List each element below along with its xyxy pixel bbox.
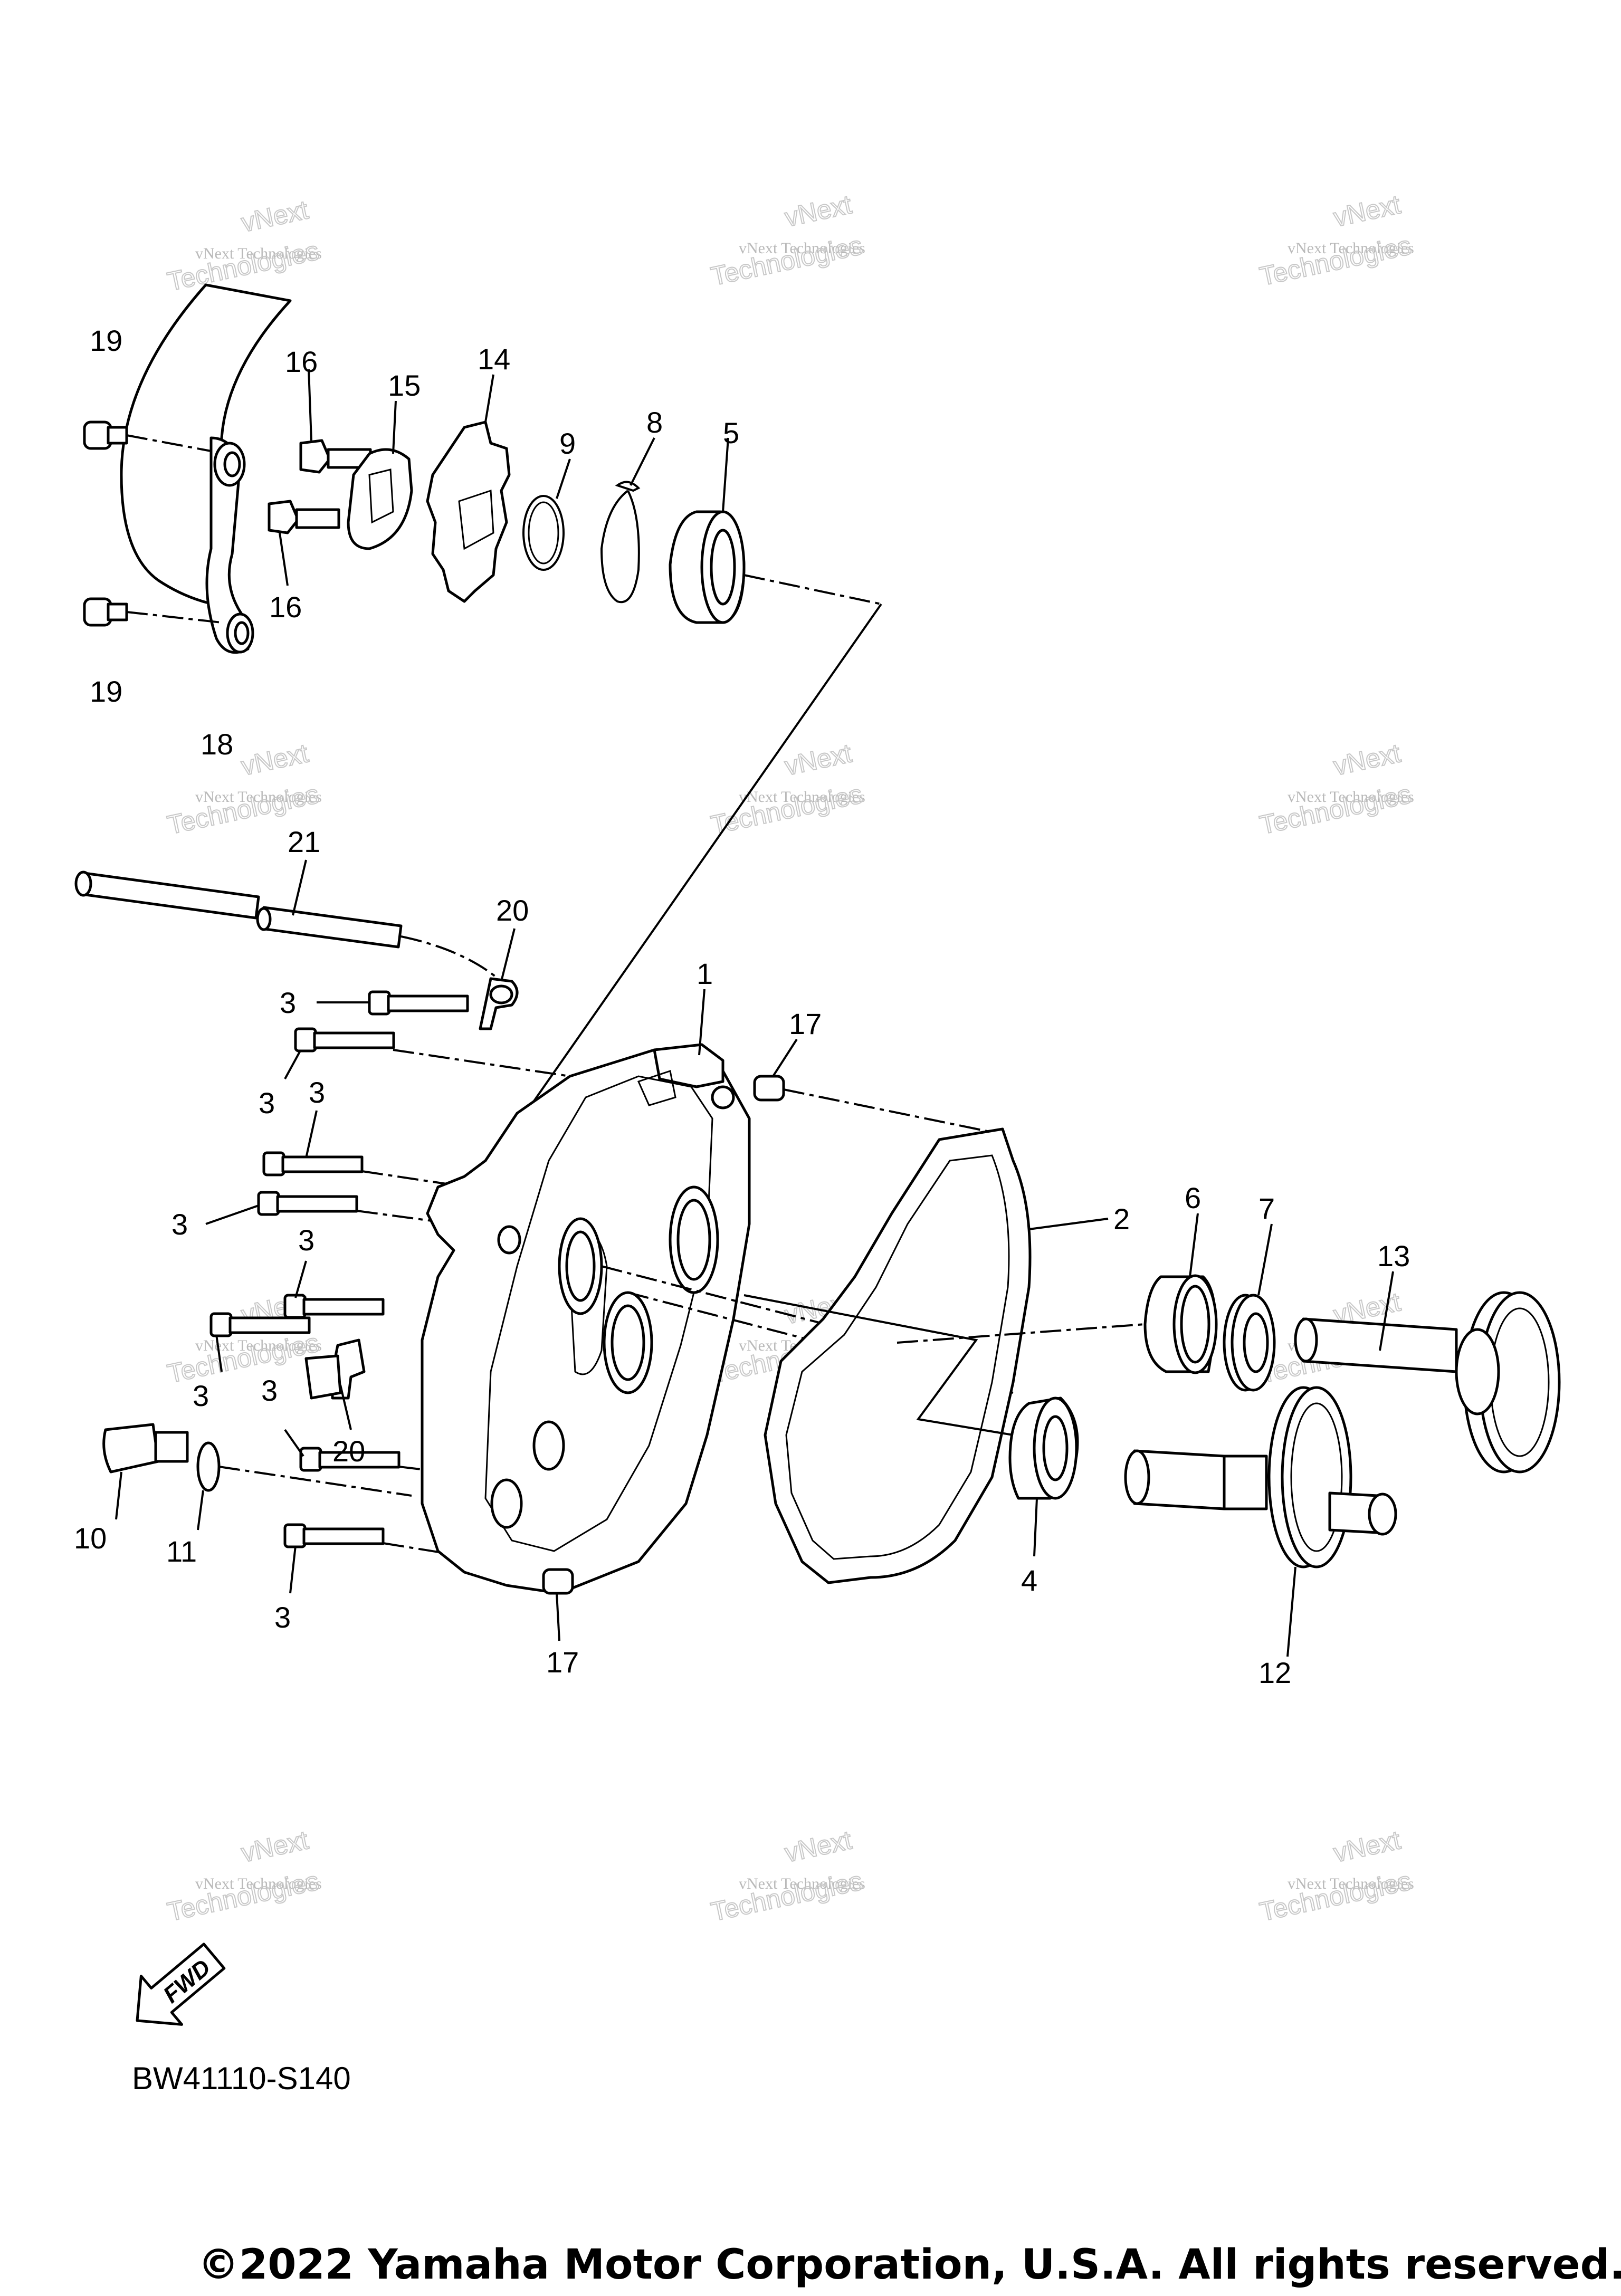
callout-19: 19 [90,324,122,357]
callout-19: 19 [90,675,122,708]
part-16-bolt-lower [268,500,340,586]
part-2-gasket [764,1127,1109,1584]
part-17-dowel-upper [753,1038,1003,1135]
leader-line [743,1294,1014,1436]
watermark-text: vNext Technologies [195,788,322,806]
part-17-dowel-lower [542,1568,574,1641]
callout-15: 15 [388,369,421,402]
part-12-gear [1124,1386,1397,1657]
callout-12: 12 [1258,1656,1291,1689]
part-9-circlip [522,458,571,571]
part-19-bolt-lower [83,597,222,627]
part-13-gear-shaft [1294,1271,1561,1474]
part-5-bearing [669,437,882,624]
callout-20: 20 [332,1434,365,1468]
callout-18: 18 [201,728,233,761]
watermark-text: vNext [1331,1825,1403,1868]
watermark-text: vNext Technologies [1288,788,1414,806]
part-11-washer [196,1441,412,1530]
callout-3: 3 [261,1374,278,1407]
part-10-plug [102,1423,189,1520]
part-3-bolt [209,1312,311,1372]
callout-4: 4 [1021,1564,1037,1597]
watermark-text: vNext Technologies [1288,240,1414,257]
callout-labels: 1 2 3 3 3 3 3 3 3 3 4 5 6 7 8 9 10 11 12… [74,324,1410,1689]
diagram-code: BW41110-S140 [132,2061,351,2096]
watermark-text: vNext Technologies [739,240,865,257]
part-6-needle-bearing [1143,1213,1218,1374]
callout-5: 5 [723,416,739,449]
watermark-text: vNext [239,1825,311,1868]
part-21-tube [74,859,502,982]
part-3-bolt [283,1260,385,1319]
part-16-bolt-upper [299,369,372,474]
callout-6: 6 [1185,1181,1201,1214]
part-7-oil-seal [1223,1223,1276,1392]
watermark-text: vNext [239,195,311,237]
watermark-text: vNext [782,1825,854,1868]
watermark-text: vNext [782,189,854,232]
callout-17: 17 [546,1646,579,1679]
callout-3: 3 [309,1076,325,1109]
callout-14: 14 [478,342,510,376]
callout-10: 10 [74,1522,107,1555]
callout-1: 1 [697,957,713,990]
watermark-text: vNext [782,738,854,781]
callout-21: 21 [288,825,320,858]
callout-2: 2 [1113,1202,1130,1236]
part-3-bolt [262,1110,486,1191]
callout-11: 11 [166,1535,197,1568]
callout-9: 9 [559,427,576,460]
callout-3: 3 [274,1601,291,1634]
part-3-bolt [284,1027,570,1079]
part-20-clip-upper [479,928,519,1030]
part-20-clip-lower [304,1338,366,1430]
callout-20: 20 [496,894,529,927]
callout-16: 16 [269,590,302,624]
leader-line [897,1323,1146,1344]
part-1-case [421,989,1014,1595]
part-14-sprocket [426,374,511,603]
callout-3: 3 [259,1086,275,1120]
part-15-plate [347,400,413,550]
part-4-bearing [1008,1396,1079,1557]
callout-7: 7 [1258,1192,1275,1225]
part-18-guard [120,283,292,654]
callout-3: 3 [280,986,296,1019]
callout-3: 3 [298,1223,314,1257]
callout-16: 16 [285,345,318,378]
part-3-bolt [283,1523,449,1594]
callout-3: 3 [171,1208,188,1241]
watermark-text: vNext Technologies [739,1875,865,1892]
watermark-text: vNext Technologies [739,788,865,806]
callout-3: 3 [193,1379,209,1412]
watermark-text: vNext [239,738,311,781]
watermark-text: vNext [1331,738,1403,781]
copyright-notice: ©2022 Yamaha Motor Corporation, U.S.A. A… [198,2241,1621,2289]
callout-17: 17 [789,1007,822,1040]
callout-13: 13 [1377,1239,1410,1273]
part-3-bolt [317,990,469,1016]
watermark-text: vNext Technologies [1288,1875,1414,1892]
watermark-text: vNext Technologies [195,1875,322,1892]
watermark-text: vNext [1331,189,1403,232]
part-19-bolt-upper [83,420,212,452]
watermark-text: vNext Technologies [195,245,322,262]
part-8-snap-ring [600,437,655,604]
fwd-arrow-icon: FWD [136,1943,226,2026]
part-3-bolt [205,1191,475,1228]
callout-8: 8 [646,406,663,439]
